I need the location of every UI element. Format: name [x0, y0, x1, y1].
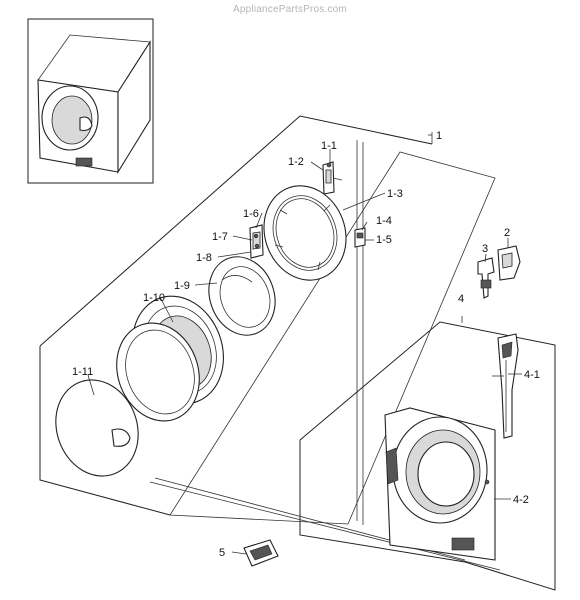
callout-1-10: 1-10	[143, 292, 165, 304]
watermark: AppliancePartsPros.com	[233, 4, 347, 15]
callout-1-3: 1-3	[387, 188, 403, 200]
part-switch	[477, 257, 495, 299]
part-handle-strip	[497, 333, 519, 439]
callout-labels: 1 1-1 1-2 1-3 1-4 1-5 1-6 1-7 1-8 1-9 1-…	[72, 130, 540, 559]
callout-1-4: 1-4	[376, 215, 392, 227]
part-latch-bracket	[354, 227, 366, 248]
callout-1-5: 1-5	[376, 234, 392, 246]
callout-1-8: 1-8	[196, 252, 212, 264]
callout-2: 2	[504, 227, 510, 239]
appliance-inset	[27, 18, 154, 184]
door-assembly-outline	[39, 115, 433, 516]
part-insert	[243, 539, 279, 567]
callout-4: 4	[458, 293, 464, 305]
callout-1-7: 1-7	[212, 231, 228, 243]
panel-assembly-outline	[299, 316, 556, 591]
part-hinge-lever	[322, 161, 343, 195]
callout-3: 3	[482, 243, 488, 255]
callout-1-6: 1-6	[243, 208, 259, 220]
part-door-glass	[116, 295, 224, 422]
callout-4-2: 4-2	[513, 494, 529, 506]
callout-1-2: 1-2	[288, 156, 304, 168]
callout-1-11: 1-11	[72, 366, 93, 378]
part-front-panel	[384, 407, 496, 561]
part-inner-seal	[208, 256, 276, 336]
callout-4-1: 4-1	[524, 369, 540, 381]
callout-1-1: 1-1	[321, 140, 337, 152]
part-latch	[497, 245, 521, 281]
leader-lines	[87, 149, 522, 555]
callout-1: 1	[436, 130, 442, 142]
part-door-frame	[263, 185, 347, 281]
part-hinge-block	[249, 224, 264, 259]
callout-5: 5	[219, 547, 225, 559]
inset-frame	[27, 18, 154, 184]
callout-1-9: 1-9	[174, 280, 190, 292]
part-outer-cover	[55, 379, 139, 477]
